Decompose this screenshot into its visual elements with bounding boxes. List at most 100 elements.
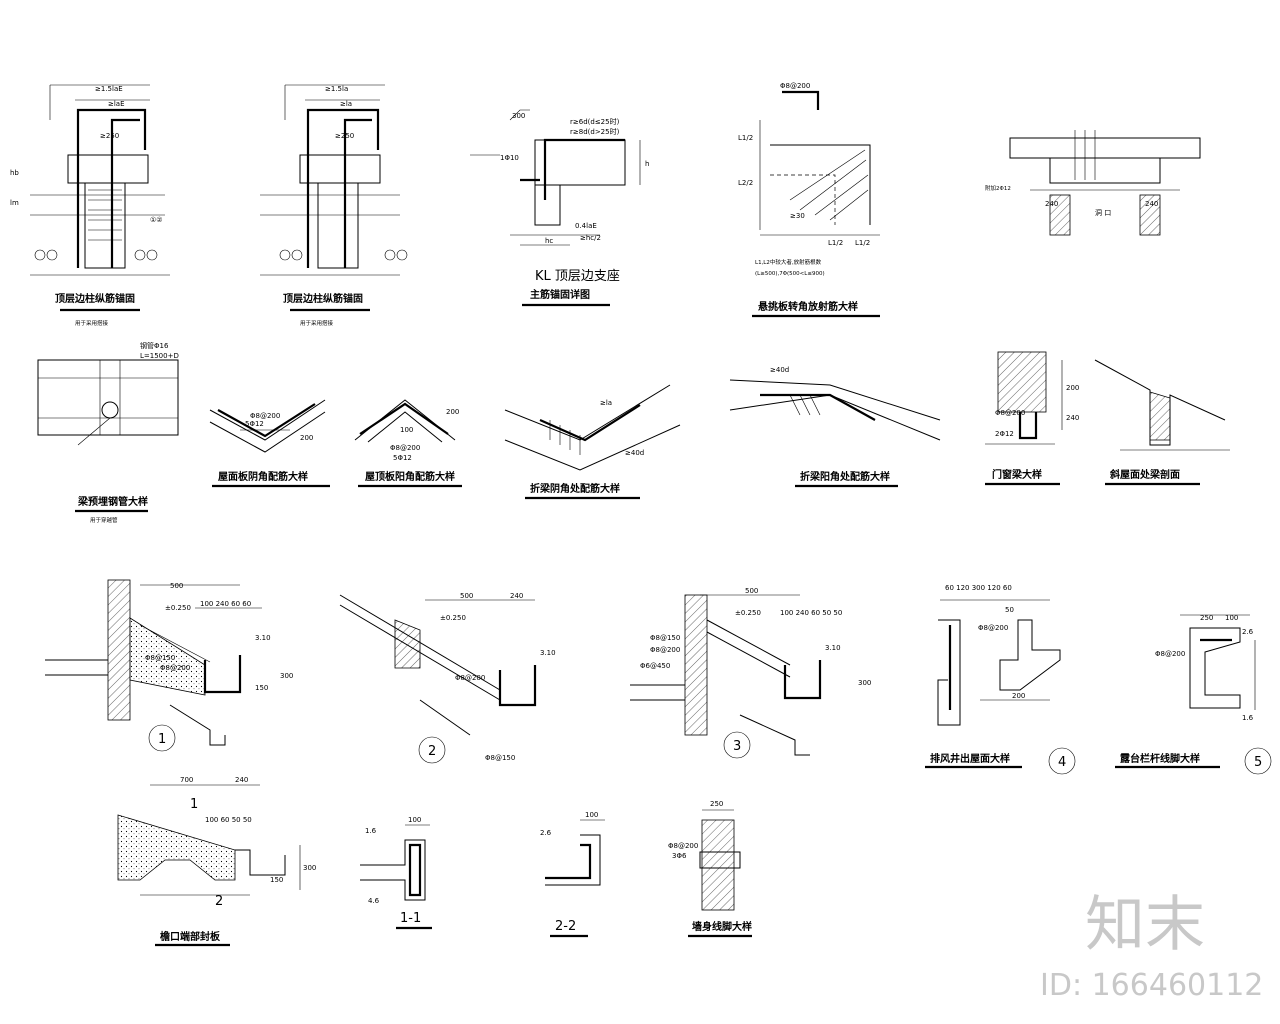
- watermark-id: ID: 166460112: [1040, 968, 1263, 1003]
- label-26: 2.6: [1242, 628, 1254, 636]
- num-4: 4: [1058, 755, 1066, 770]
- detail-wall-molding: 250 Φ8@200 3Φ6 墙身线脚大样: [668, 800, 752, 938]
- detail-slab-inner-corner: Φ8@200 5Φ12 200 屋面板阴角配筋大样: [209, 399, 330, 488]
- note-2: (L≥500),7Φ(500<L≤900): [755, 271, 825, 277]
- label-hole: 洞 口: [1095, 208, 1111, 217]
- label-30: ≥30: [790, 212, 805, 220]
- label-l2a: L1/2: [738, 134, 753, 142]
- title-kl-b: 主筋锚固详图: [530, 288, 590, 301]
- label-200: 200: [300, 434, 313, 442]
- label-100: 100: [408, 816, 421, 824]
- label-200: 200: [1012, 692, 1025, 700]
- title-vent-shaft: 排风井出屋面大样: [930, 752, 1010, 765]
- label-40: ≥40d: [770, 366, 789, 374]
- label-8150: Φ8@150: [650, 634, 680, 642]
- label-16: 1.6: [1242, 714, 1254, 722]
- label-6200: Φ8@200: [780, 82, 810, 90]
- label-150: 150: [270, 876, 283, 884]
- label-500: 500: [170, 582, 183, 590]
- label-r1: r≥6d(d≤25时): [570, 117, 620, 126]
- label-l2b: L2/2: [738, 179, 753, 187]
- num-2: 2: [428, 744, 436, 759]
- detail-folded-beam-inner: ≥la ≥40d 折梁阴角处配筋大样: [504, 384, 681, 500]
- label-hb: hb: [10, 169, 19, 177]
- label-310: 3.10: [825, 644, 841, 652]
- detail-folded-beam-outer: ≥40d 折梁阳角处配筋大样: [729, 366, 941, 488]
- title-cantilever: 悬挑板转角放射筋大样: [757, 300, 858, 313]
- label-hc2: ≥hc/2: [580, 234, 601, 242]
- detail-gutter-1: 1 500 ±0.250 100 240 60 60 Φ8@150 Φ8@200…: [45, 579, 293, 752]
- label-212: 2Φ12: [995, 430, 1014, 438]
- num-3: 3: [733, 739, 741, 754]
- label-lm: lm: [10, 199, 19, 207]
- title-eaves: 檐口端部封板: [160, 930, 221, 943]
- label-l1b: L1/2: [855, 239, 870, 247]
- label-2: 2: [215, 894, 223, 909]
- title-balcony: 露台栏杆线脚大样: [1120, 752, 1200, 765]
- label-240b: 240: [1145, 200, 1158, 208]
- label-8200: Φ8@200: [1155, 650, 1185, 658]
- label-240a: 240: [1045, 200, 1058, 208]
- label-la: ≥la: [600, 399, 612, 407]
- label-50: 50: [1005, 606, 1014, 614]
- note-1: L1,L2中较大者,放射筋根数: [755, 258, 822, 266]
- label-04lae: 0.4laE: [575, 222, 597, 230]
- label-6450: Φ6@450: [640, 662, 670, 670]
- label-100: 100: [585, 811, 598, 819]
- label-700: 700: [180, 776, 193, 784]
- title-wall-molding: 墙身线脚大样: [692, 920, 752, 933]
- title-kl-a: KL 顶层边支座: [535, 269, 620, 284]
- label-8200: Φ8@200: [978, 624, 1008, 632]
- label-6200: Φ8@200: [390, 444, 420, 452]
- label-lev: ±0.250: [440, 614, 466, 622]
- title-1-1: 1-1: [400, 911, 421, 926]
- detail-section-2-2: 2.6 100 2-2: [540, 811, 605, 938]
- detail-slab-opening: 240 240 洞 口 附加2Φ12: [985, 130, 1201, 236]
- label-dim-250: ≥250: [100, 132, 119, 140]
- label-lev: ±0.250: [165, 604, 191, 612]
- label-8150: Φ8@150: [485, 754, 515, 762]
- label-46: 4.6: [368, 897, 380, 905]
- label-h: h: [645, 160, 649, 168]
- title-sloped-roof: 斜屋面处梁剖面: [1109, 468, 1180, 481]
- label-1d10: 1Φ10: [500, 154, 519, 162]
- label-6200: Φ8@200: [250, 412, 280, 420]
- detail-column-anchor-1: ≥1.5laE ≥laE ≥250 hb lm ①② 顶层边柱纵筋锚固 用于采用…: [10, 84, 170, 327]
- detail-balcony-railing: 250 100 Φ8@200 2.6 1.6 露台栏杆线脚大样 5: [1115, 614, 1272, 775]
- watermark-brand: 知末: [1085, 890, 1205, 960]
- label-6200: Φ8@200: [995, 409, 1025, 417]
- note-column-anchor-1: 用于采用搭接: [75, 319, 109, 327]
- title-folded-inner: 折梁阴角处配筋大样: [530, 482, 620, 495]
- num-5: 5: [1254, 755, 1262, 770]
- label-8200: Φ8@200: [650, 646, 680, 654]
- label-500: 500: [745, 587, 758, 595]
- label-310: 3.10: [540, 649, 556, 657]
- label-240: 240: [235, 776, 248, 784]
- label-dim-top: ≥1.5la: [325, 85, 348, 93]
- title-slab-outer: 屋顶板阳角配筋大样: [365, 470, 455, 483]
- detail-kl-edge-support: 300 1Φ10 r≥6d(d≤25时) r≥8d(d>25时) hc h ≥h…: [470, 109, 649, 307]
- detail-slab-outer-corner: 100 Φ8@200 5Φ12 200 屋顶板阳角配筋大样: [354, 399, 462, 488]
- label-dims: 100 60 50 50: [205, 816, 252, 824]
- label-r2: r≥8d(d>25时): [570, 127, 620, 136]
- label-dim-top: ≥1.5laE: [95, 85, 123, 93]
- detail-sloped-roof-beam: 斜屋面处梁剖面: [1094, 359, 1230, 486]
- label-dims: 100 240 60 60: [200, 600, 251, 608]
- label-16: 1.6: [365, 827, 377, 835]
- label-200: 200: [446, 408, 459, 416]
- label-2d12: 附加2Φ12: [985, 184, 1011, 192]
- detail-gutter-2: 2 500 240 ±0.250 Φ8@200 Φ8@150 3.10: [339, 592, 556, 764]
- title-column-anchor-1: 顶层边柱纵筋锚固: [55, 292, 135, 305]
- detail-section-1-1: 1.6 100 4.6 1-1: [360, 816, 432, 930]
- label-40: ≥40d: [625, 449, 644, 457]
- label-l: L=1500+D: [140, 352, 179, 360]
- label-300: 300: [303, 864, 316, 872]
- label-dims: 60 120 300 120 60: [945, 584, 1012, 592]
- label-100: 100: [400, 426, 413, 434]
- label-dims: 100 240 60 50 50: [780, 609, 842, 617]
- detail-cantilever-corner: Φ8@200 L1/2 L2/2 L1/2 L1/2 ≥30 L1,L2中较大者…: [738, 82, 880, 318]
- label-300: 300: [280, 672, 293, 680]
- label-240: 240: [510, 592, 523, 600]
- title-2-2: 2-2: [555, 919, 576, 934]
